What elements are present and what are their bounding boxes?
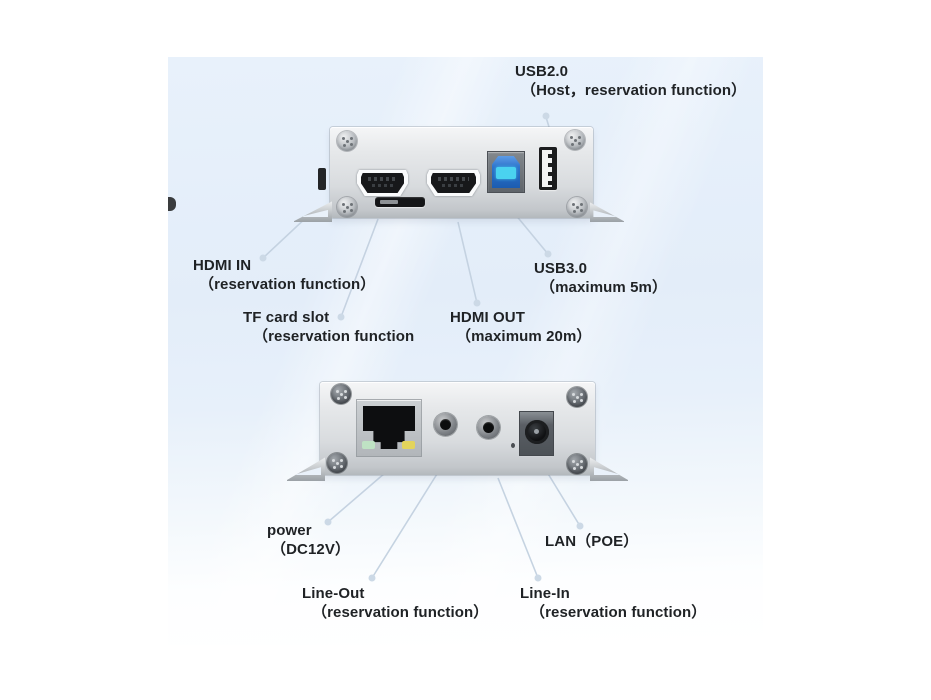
label-lan-title: LAN（POE） [545, 533, 639, 550]
diagram-panel: USB2.0 （Host，reservation function） HDMI … [168, 57, 763, 645]
hdmi-in-port-icon [357, 170, 408, 196]
leader-dot [368, 574, 376, 582]
screw-icon [567, 387, 587, 407]
leader-dot [259, 254, 267, 262]
label-tf-title: TF card slot [243, 309, 330, 326]
leader-tf [340, 218, 379, 318]
usb-a-contact [548, 181, 552, 185]
screw-icon [567, 197, 587, 217]
label-usb2-title: USB2.0 [515, 63, 569, 80]
label-hdmi-out-detail: （maximum 20m） [456, 328, 592, 345]
line-out-jack-icon [434, 413, 457, 436]
dc-pin [534, 429, 539, 435]
label-hdmi-out: HDMI OUT （maximum 20m） [450, 308, 592, 346]
screw-icon [567, 454, 587, 474]
label-usb3: USB3.0 （maximum 5m） [534, 259, 667, 297]
label-hdmi-in-title: HDMI IN [193, 257, 252, 274]
leader-line-out [371, 473, 438, 579]
label-power-detail: （DC12V） [271, 541, 351, 558]
hdmi-pins [438, 177, 469, 181]
screw-icon [565, 130, 585, 150]
label-line-out-title: Line-Out [302, 585, 365, 602]
screw-icon [337, 131, 357, 151]
hdmi-cavity [361, 173, 404, 193]
leader-lan [546, 471, 581, 527]
label-power-title: power [267, 522, 312, 539]
leader-dot [473, 299, 481, 307]
label-usb3-detail: （maximum 5m） [540, 279, 668, 296]
line-in-jack-icon [477, 416, 500, 439]
label-usb2-detail: （Host，reservation function） [521, 82, 747, 99]
label-power: power （DC12V） [267, 521, 350, 559]
side-connector-sliver [318, 168, 326, 190]
leader-dot [337, 313, 345, 321]
leader-power [327, 472, 386, 523]
label-line-out-detail: （reservation function） [312, 604, 489, 621]
power-led-icon [511, 443, 515, 448]
label-tf-detail: （reservation function [253, 328, 415, 345]
screw-icon [337, 197, 357, 217]
screw-icon [331, 384, 351, 404]
leader-line-in [497, 477, 539, 579]
label-usb3-title: USB3.0 [534, 260, 588, 277]
usb-a-contact [548, 163, 552, 167]
screw-icon [327, 453, 347, 473]
hdmi-pins [368, 177, 397, 181]
leader-dot [534, 574, 542, 582]
label-usb2: USB2.0 （Host，reservation function） [515, 62, 746, 100]
leader-dot [544, 250, 552, 258]
label-hdmi-out-title: HDMI OUT [450, 309, 525, 326]
hdmi-cavity [431, 173, 476, 193]
label-tf-card-slot: TF card slot （reservation function [243, 308, 414, 346]
label-line-out: Line-Out （reservation function） [302, 584, 488, 622]
device-rear-panel [294, 127, 624, 222]
label-lan: LAN（POE） [545, 532, 638, 551]
leader-dot [324, 518, 332, 526]
label-hdmi-in: HDMI IN （reservation function） [193, 256, 375, 294]
lan-led-green-icon [362, 441, 375, 449]
lan-led-yellow-icon [402, 441, 415, 449]
usb-b-3.0-port-icon [488, 152, 524, 192]
device-front-panel [287, 382, 628, 481]
leader-dot [542, 112, 550, 120]
label-line-in: Line-In （reservation function） [520, 584, 706, 622]
usb-a-contact [548, 154, 552, 158]
dc-power-jack-icon [520, 412, 553, 455]
label-hdmi-in-detail: （reservation function） [199, 276, 376, 293]
label-line-in-detail: （reservation function） [530, 604, 707, 621]
rj45-lan-port-icon [357, 400, 421, 456]
usb-b-tongue [495, 167, 517, 180]
leader-hdmi-out [457, 221, 478, 304]
leader-dot [576, 522, 584, 530]
usb-a-contact [548, 172, 552, 176]
tf-card-slot-icon [375, 197, 425, 207]
label-line-in-title: Line-In [520, 585, 570, 602]
hdmi-out-port-icon [427, 170, 480, 196]
usb-a-2.0-port-icon [539, 147, 557, 190]
hdmi-pins [442, 184, 465, 187]
hdmi-pins [372, 184, 393, 187]
leader-lines [259, 112, 584, 582]
cropped-photo-artifact [168, 197, 176, 211]
usb-a-tongue [542, 150, 552, 187]
